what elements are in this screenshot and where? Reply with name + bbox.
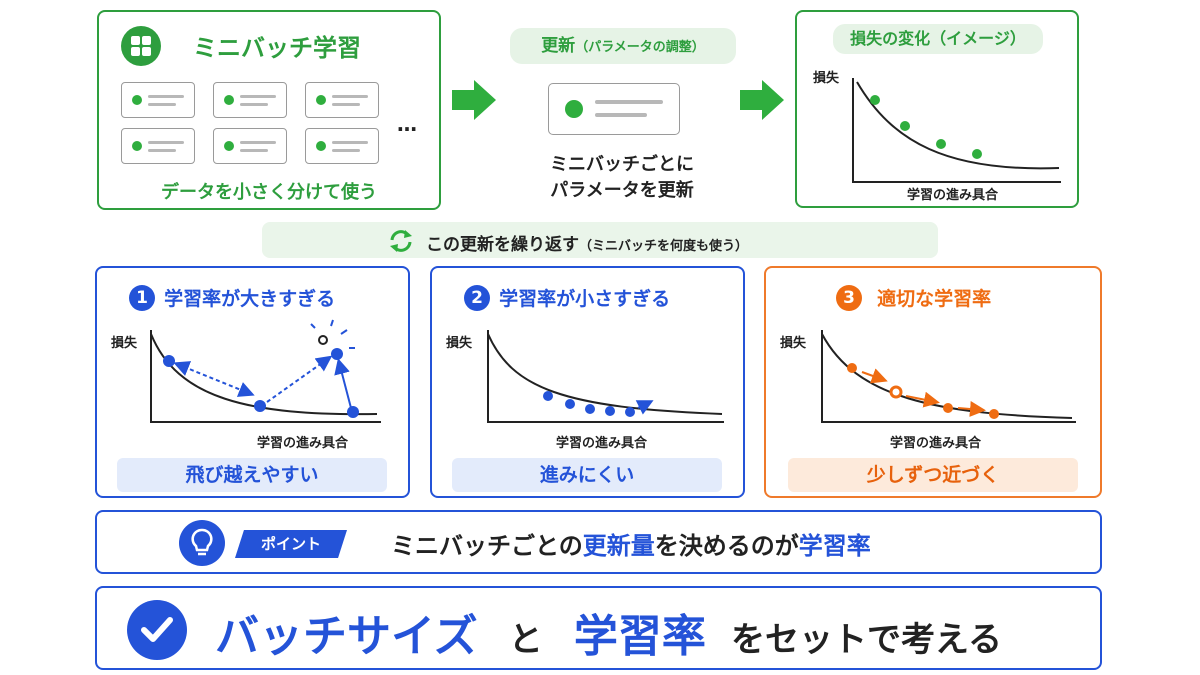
- step-point: [585, 404, 595, 414]
- point-text-a: ミニバッチごとの: [391, 532, 583, 560]
- conclusion-word4: をセットで考える: [730, 620, 1002, 660]
- case3-chart: [821, 330, 1076, 423]
- case1-chart: [150, 319, 381, 423]
- case-appropriate-panel: 3 適切な学習率 損失 学習の進み具合 少しずつ近づく: [764, 266, 1102, 498]
- arrow-right-icon: [740, 80, 784, 120]
- minibatch-title: ミニバッチ学習: [193, 34, 361, 62]
- update-line1: ミニバッチごとに: [550, 154, 694, 175]
- case-header: 3 適切な学習率: [836, 284, 991, 311]
- step-point: [543, 391, 553, 401]
- progress-axis-label: 学習の進み具合: [556, 436, 648, 451]
- repeat-sub: （ミニバッチを何度も使う）: [579, 239, 749, 254]
- conclusion-word2: と: [508, 620, 543, 660]
- ellipsis-text: …: [397, 112, 417, 136]
- conclusion-text: バッチサイズ と 学習率 をセットで考える: [215, 600, 1002, 664]
- data-card: [213, 128, 287, 164]
- case-result: 飛び越えやすい: [117, 458, 387, 492]
- point-text: ミニバッチごとの更新量を決めるのが学習率: [391, 526, 871, 561]
- arrow-right-icon: [452, 80, 496, 120]
- case2-chart: [487, 330, 724, 423]
- step-point: [254, 400, 266, 412]
- point-text-d: 学習率: [798, 532, 871, 560]
- point-tag-label: ポイント: [260, 535, 321, 553]
- point-text-c: を決めるのが: [654, 532, 799, 560]
- case-too-small-panel: 2 学習率が小さすぎる 損失 学習の進み具合 進みにくい: [430, 266, 745, 498]
- case-result: 少しずつ近づく: [788, 458, 1078, 492]
- update-pill-main: 更新: [541, 36, 576, 56]
- case-number: 2: [464, 284, 490, 311]
- refresh-icon: [390, 230, 412, 252]
- case-title: 学習率が大きすぎる: [164, 288, 336, 310]
- step-point: [989, 409, 999, 419]
- progress-axis-label: 学習の進み具合: [907, 188, 999, 203]
- conclusion-word1: バッチサイズ: [215, 611, 478, 662]
- progress-axis-label: 学習の進み具合: [257, 436, 349, 451]
- step-point: [347, 406, 359, 418]
- data-card: [305, 82, 379, 118]
- update-line2: パラメータを更新: [550, 180, 694, 201]
- step-point: [331, 348, 343, 360]
- step-point: [605, 406, 615, 416]
- case-header: 2 学習率が小さすぎる: [464, 284, 670, 311]
- case-title: 学習率が小さすぎる: [499, 288, 671, 310]
- case-header: 1 学習率が大きすぎる: [129, 284, 335, 311]
- case-number: 3: [836, 284, 862, 311]
- update-card: [548, 83, 680, 135]
- repeat-bar: この更新を繰り返す（ミニバッチを何度も使う）: [262, 222, 938, 258]
- step-point: [847, 363, 857, 373]
- repeat-main: この更新を繰り返す: [426, 235, 579, 255]
- loss-point: [936, 139, 946, 149]
- loss-curve-chart: [852, 78, 1061, 183]
- point-panel: ポイント ミニバッチごとの更新量を決めるのが学習率: [95, 510, 1102, 574]
- data-card: [213, 82, 287, 118]
- update-pill-sub: （パラメータの調整）: [575, 40, 705, 55]
- minibatch-caption: データを小さく分けて使う: [161, 182, 377, 203]
- loss-axis-label: 損失: [813, 71, 840, 86]
- point-text-b: 更新量: [582, 532, 655, 560]
- loss-axis-label: 損失: [111, 336, 138, 351]
- lightbulb-icon: [179, 520, 225, 566]
- step-point: [163, 355, 175, 367]
- step-point: [565, 399, 575, 409]
- step-point: [625, 407, 635, 417]
- step-point: [943, 403, 953, 413]
- conclusion-panel: バッチサイズ と 学習率 をセットで考える: [95, 586, 1102, 670]
- point-tag: ポイント: [235, 530, 347, 558]
- loss-change-panel: 損失の変化（イメージ） 損失 学習の進み具合: [795, 10, 1079, 208]
- minibatch-panel: ミニバッチ学習 … データを小さく分けて使う: [97, 10, 441, 210]
- progress-axis-label: 学習の進み具合: [890, 436, 982, 451]
- data-card: [121, 82, 195, 118]
- data-card: [305, 128, 379, 164]
- case-too-large-panel: 1 学習率が大きすぎる 損失 学習の進み具合 飛び越えやすい: [95, 266, 410, 498]
- loss-axis-label: 損失: [780, 336, 807, 351]
- conclusion-word3: 学習率: [573, 611, 706, 662]
- step-point: [889, 385, 903, 399]
- check-icon: [127, 600, 187, 660]
- grid-icon: [121, 26, 161, 66]
- update-pill: 更新（パラメータの調整）: [510, 28, 736, 64]
- loss-point: [972, 149, 982, 159]
- data-card: [121, 128, 195, 164]
- case-number: 1: [129, 284, 155, 311]
- case-result: 進みにくい: [452, 458, 722, 492]
- loss-point: [900, 121, 910, 131]
- loss-change-pill: 損失の変化（イメージ）: [833, 24, 1043, 54]
- loss-point: [870, 95, 880, 105]
- loss-axis-label: 損失: [446, 336, 473, 351]
- case-title: 適切な学習率: [877, 288, 992, 310]
